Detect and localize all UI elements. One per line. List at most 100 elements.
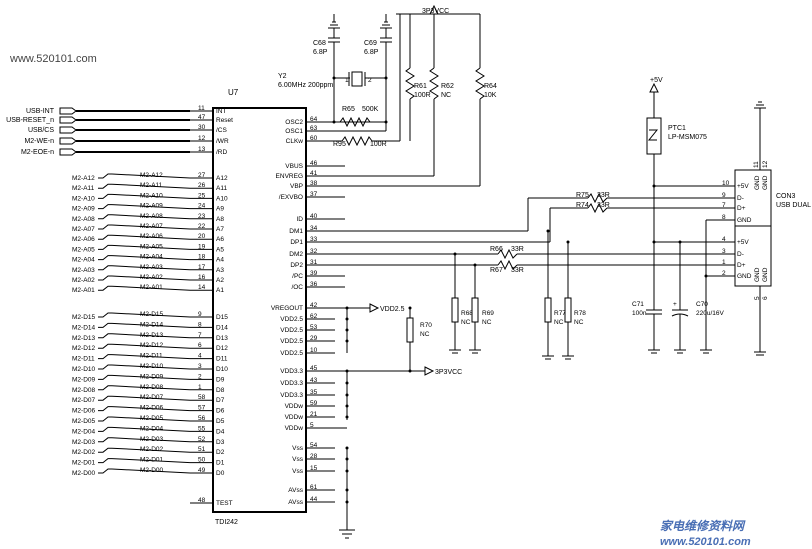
c71-ref: C71	[632, 301, 644, 308]
chip-right-pin-name: Vss	[292, 468, 304, 475]
chip-right-pin-num: 37	[310, 191, 318, 198]
chip-left-pin-num: 30	[198, 124, 206, 131]
r70-value: NC	[420, 331, 430, 338]
addr-inner-label: M2-A09	[140, 203, 163, 210]
3p3vcc-mid-label: 3P3VCC	[435, 369, 462, 376]
chip-left-pin-num: 55	[198, 425, 206, 432]
chip-left-pin-name: D7	[216, 397, 225, 404]
usb-data-wiring	[306, 192, 720, 360]
chip-right-pin-num: 60	[310, 135, 318, 142]
chip-left-pin-name: D3	[216, 439, 225, 446]
data-inner-label: M2-D03	[140, 436, 164, 443]
chip-right-pin-name: VREGOUT	[271, 305, 303, 312]
data-outer-label: M2-D11	[72, 356, 95, 363]
chip-left-pin-num: 18	[198, 254, 206, 261]
data-inner-label: M2-D00	[140, 467, 164, 474]
r64-ref: R64	[484, 83, 497, 90]
chip-right-pin-num: 33	[310, 236, 318, 243]
chip-left-pin-name: A9	[216, 206, 224, 213]
con3-pin-name: GND	[737, 273, 752, 280]
chip-left-pin-name: A7	[216, 226, 224, 233]
r77-value: NC	[554, 319, 564, 326]
c69-value: 6.8P	[364, 49, 379, 56]
chip-right-pin-name: Vss	[292, 456, 304, 463]
chip-right-pin-num: 32	[310, 248, 318, 255]
c69-ref: C69	[364, 40, 377, 47]
chip-right-pin-num: 15	[310, 465, 318, 472]
chip-right-pin-num: 35	[310, 389, 318, 396]
chip-right-pin-name: VDDw	[285, 403, 304, 410]
chip-u7-body	[212, 107, 307, 513]
chip-left-pin-name: INT	[216, 108, 227, 115]
addr-outer-label: M2-A11	[72, 185, 95, 192]
chip-right-pin-name: VDD3.3	[280, 380, 303, 387]
c70-ref: C70	[696, 301, 708, 308]
chip-left-pin-name: D5	[216, 418, 225, 425]
chip-left-pin-num: 52	[198, 436, 206, 443]
addr-inner-label: M2-A11	[140, 182, 163, 189]
chip-left-pin-name: D9	[216, 376, 225, 383]
r75-ref: R75	[576, 192, 589, 199]
addr-inner-label: M2-A04	[140, 254, 163, 261]
addr-inner-label: M2-A02	[140, 274, 163, 281]
chip-right-pin-num: 34	[310, 225, 318, 232]
con3-gnd-label: GND	[762, 267, 769, 282]
chip-left-pin-name: D10	[216, 366, 228, 373]
chip-right-pin-name: ID	[297, 216, 304, 223]
con3-gnd-label: GND	[762, 175, 769, 190]
con3-value: USB DUAL	[776, 202, 811, 209]
chip-right-pin-num: 29	[310, 335, 318, 342]
chip-right-pin-name: DM2	[289, 251, 303, 258]
data-outer-label: M2-D09	[72, 376, 96, 383]
data-outer-label: M2-D08	[72, 387, 96, 394]
chip-ref: U7	[228, 88, 239, 97]
data-inner-label: M2-D15	[140, 311, 164, 318]
chip-left-pin-num: 49	[198, 467, 206, 474]
addr-inner-label: M2-A01	[140, 284, 163, 291]
chip-left-pin-name: A6	[216, 236, 224, 243]
y2-ref: Y2	[278, 73, 287, 80]
chip-left-pin-name: D0	[216, 470, 225, 477]
chip-left-pin-num: 51	[198, 446, 206, 453]
con3-ref: CON3	[776, 193, 796, 200]
r69-value: NC	[482, 319, 492, 326]
chip-right-pin-num: 62	[310, 313, 318, 320]
addr-inner-label: M2-A05	[140, 243, 163, 250]
r78-value: NC	[574, 319, 584, 326]
r65-value: 500K	[362, 106, 379, 113]
chip-right-pin-num: 59	[310, 400, 318, 407]
data-outer-label: M2-D06	[72, 408, 96, 415]
r68-value: NC	[461, 319, 471, 326]
chip-right-pin-name: OSC2	[285, 119, 303, 126]
addr-outer-label: M2-A02	[72, 277, 95, 284]
chip-left-pin-name: D15	[216, 314, 228, 321]
chip-left-pin-num: 6	[198, 342, 202, 349]
data-outer-label: M2-D05	[72, 418, 96, 425]
chip-left-pin-num: 26	[198, 182, 206, 189]
chip-left-pin-name: /CS	[216, 127, 228, 134]
chip-left-pin-num: 47	[198, 114, 206, 121]
r61-value: 100R	[414, 92, 431, 99]
chip-right-pin-name: VBP	[290, 183, 303, 190]
r66-ref: R66	[490, 246, 503, 253]
chip-right-pin-num: 39	[310, 270, 318, 277]
data-outer-label: M2-D07	[72, 397, 96, 404]
chip-left-pin-num: 22	[198, 223, 206, 230]
power-5v-wiring: +	[646, 82, 720, 354]
r67-ref: R67	[490, 267, 503, 274]
addr-outer-label: M2-A10	[72, 195, 95, 202]
addr-inner-label: M2-A12	[140, 172, 163, 179]
chip-left-pin-name: /RD	[216, 149, 228, 156]
chip-right-pin-num: 41	[310, 170, 318, 177]
chip-right-pin-num: 36	[310, 281, 318, 288]
con3-pin-num: 7	[722, 202, 726, 209]
chip-left-pin-num: 20	[198, 233, 206, 240]
r62-value: NC	[441, 92, 451, 99]
chip-right-pin-num: 64	[310, 116, 318, 123]
chip-right-pin-name: ENVREG	[276, 173, 303, 180]
chip-left-pin-num: 27	[198, 172, 206, 179]
r70-ref: R70	[420, 322, 432, 329]
chip-left-pin-name: D8	[216, 387, 225, 394]
con3-pin-num: 8	[722, 214, 726, 221]
